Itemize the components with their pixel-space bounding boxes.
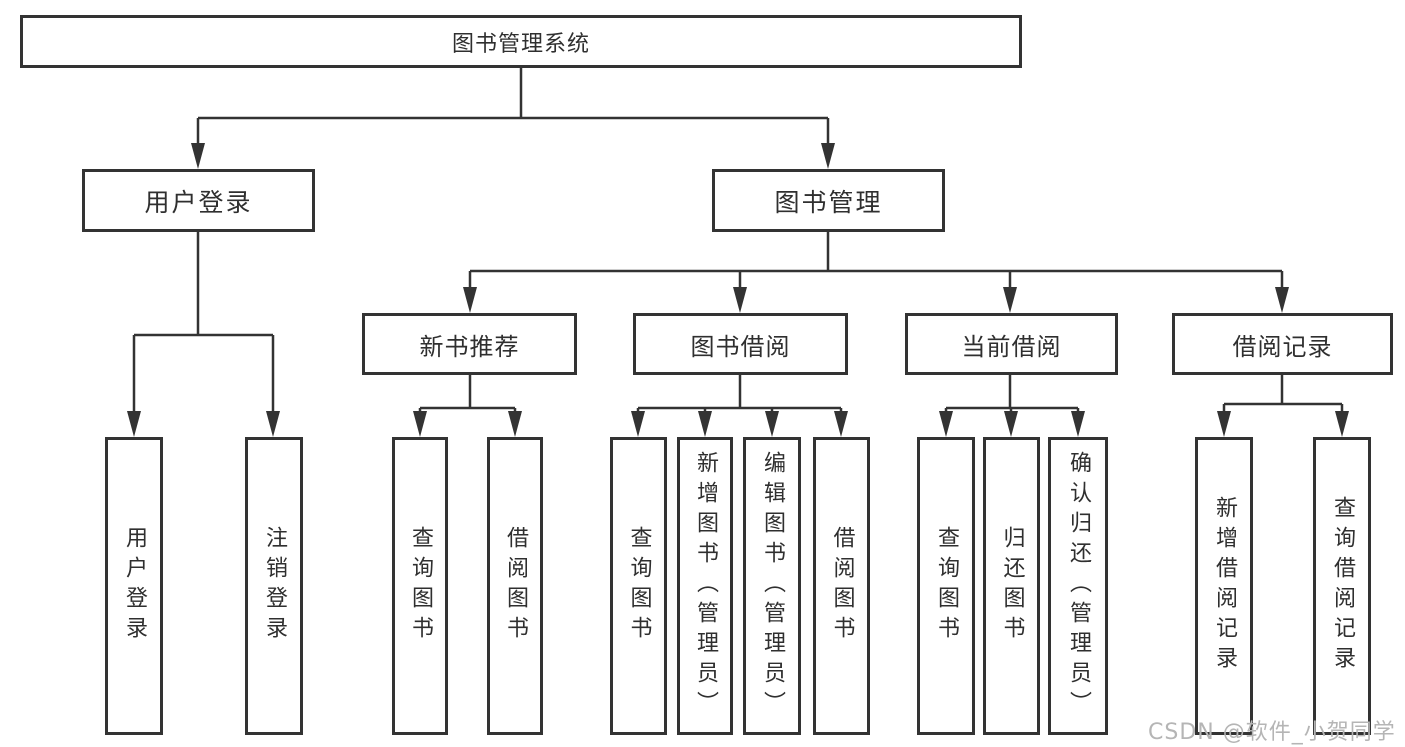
node-new-book-label: 新书推荐 bbox=[419, 332, 520, 361]
node-user-login-label: 用户登录 bbox=[144, 187, 253, 217]
leaf-borrow-edit-admin: 编辑图书（管理员） bbox=[743, 437, 801, 735]
edges-user-login bbox=[127, 232, 280, 437]
leaf-label: 查询图书 bbox=[626, 526, 652, 646]
edges-book-borrow bbox=[631, 375, 848, 437]
node-current-borrow-label: 当前借阅 bbox=[961, 332, 1062, 361]
leaf-borrow-query: 查询图书 bbox=[610, 437, 667, 735]
leaf-borrow-add-admin: 新增图书（管理员） bbox=[677, 437, 733, 735]
leaf-label: 确认归还（管理员） bbox=[1066, 451, 1091, 721]
edges-borrow-record bbox=[1217, 375, 1349, 437]
leaf-label: 注销登录 bbox=[262, 526, 287, 646]
node-borrow-record-label: 借阅记录 bbox=[1232, 332, 1333, 361]
leaf-label: 查询借阅记录 bbox=[1330, 496, 1355, 676]
leaf-label: 查询图书 bbox=[408, 526, 433, 646]
leaf-record-query: 查询借阅记录 bbox=[1313, 437, 1371, 735]
leaf-record-add: 新增借阅记录 bbox=[1195, 437, 1253, 735]
node-book-mgmt: 图书管理 bbox=[712, 169, 945, 232]
leaf-label: 查询图书 bbox=[934, 526, 959, 646]
edges-current-borrow bbox=[939, 375, 1085, 437]
leaf-current-confirm-admin: 确认归还（管理员） bbox=[1048, 437, 1108, 735]
leaf-label: 编辑图书（管理员） bbox=[760, 451, 785, 721]
leaf-current-return: 归还图书 bbox=[983, 437, 1040, 735]
node-new-book: 新书推荐 bbox=[362, 313, 577, 375]
leaf-borrow-borrow: 借阅图书 bbox=[813, 437, 870, 735]
leaf-label: 新增借阅记录 bbox=[1212, 496, 1237, 676]
leaf-user-login: 用户登录 bbox=[105, 437, 163, 735]
leaf-label: 用户登录 bbox=[122, 526, 147, 646]
edges-book-mgmt bbox=[463, 232, 1289, 313]
leaf-label: 借阅图书 bbox=[829, 526, 855, 646]
leaf-current-query: 查询图书 bbox=[917, 437, 975, 735]
edges-root-to-level2 bbox=[191, 68, 835, 169]
leaf-label: 借阅图书 bbox=[503, 526, 528, 646]
leaf-newbook-query: 查询图书 bbox=[392, 437, 448, 735]
edges-new-book bbox=[413, 375, 522, 437]
node-current-borrow: 当前借阅 bbox=[905, 313, 1118, 375]
node-root-label: 图书管理系统 bbox=[451, 31, 590, 57]
leaf-newbook-borrow: 借阅图书 bbox=[487, 437, 543, 735]
leaf-label: 新增图书（管理员） bbox=[693, 451, 718, 721]
node-book-borrow-label: 图书借阅 bbox=[690, 332, 791, 361]
node-book-borrow: 图书借阅 bbox=[633, 313, 848, 375]
leaf-logout: 注销登录 bbox=[245, 437, 303, 735]
node-root: 图书管理系统 bbox=[20, 15, 1022, 68]
node-borrow-record: 借阅记录 bbox=[1172, 313, 1393, 375]
node-user-login: 用户登录 bbox=[82, 169, 315, 232]
leaf-label: 归还图书 bbox=[999, 526, 1025, 646]
node-book-mgmt-label: 图书管理 bbox=[774, 187, 883, 217]
csdn-watermark: CSDN @软件_小贺同学 bbox=[1148, 720, 1396, 745]
